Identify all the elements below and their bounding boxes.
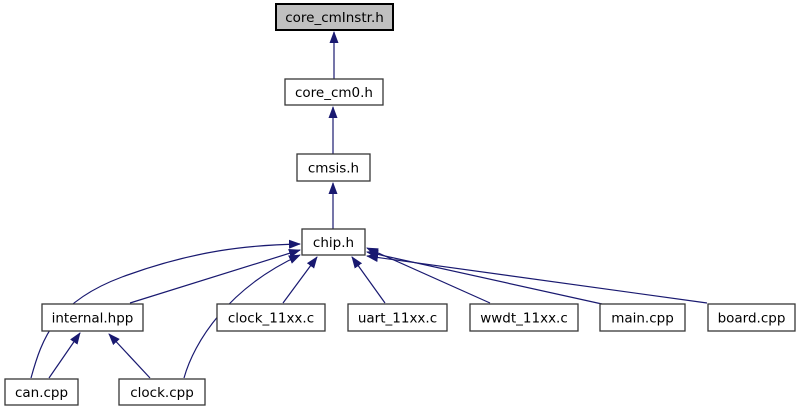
node-uart-11xx-c[interactable]: uart_11xx.c [347,303,448,332]
node-core-cminstr-h-box [275,3,394,31]
edge-internal-to-chip [129,248,301,304]
edge-main-to-chip [366,249,603,305]
node-clock-11xx-c[interactable]: clock_11xx.c [216,303,326,332]
node-cmsis-h-box [296,153,371,182]
edge-can-to-internal [48,332,81,379]
node-wwdt-11xx-c-label: wwdt_11xx.c [480,311,568,327]
node-wwdt-11xx-c-box [469,303,579,332]
edge-uart_11xx-to-chip [351,256,386,304]
node-core-cm0-h-box [284,78,384,106]
node-clock-cpp-box [118,378,206,406]
node-clock-11xx-c-label: clock_11xx.c [228,311,314,327]
node-uart-11xx-c-label: uart_11xx.c [358,311,437,327]
node-uart-11xx-c-box [347,303,448,332]
edge-board-to-chip [366,253,708,304]
edge-wwdt_11xx-to-chip [366,247,491,304]
edge-can-to-chip [30,239,301,379]
node-can-cpp-label: can.cpp [15,385,68,401]
node-cmsis-h[interactable]: cmsis.h [296,153,371,182]
edge-clock_11xx-to-chip [282,256,318,304]
node-clock-11xx-c-box [216,303,326,332]
node-core-cminstr-h[interactable]: core_cmInstr.h [275,3,394,31]
node-internal-hpp-box [41,303,144,332]
node-core-cm0-h[interactable]: core_cm0.h [284,78,384,106]
edge-clock-to-internal [108,333,151,379]
node-main-cpp[interactable]: main.cpp [599,303,686,332]
node-internal-hpp[interactable]: internal.hpp [41,303,144,332]
node-internal-hpp-label: internal.hpp [52,311,134,327]
node-core-cm0-h-label: core_cm0.h [295,85,373,101]
node-clock-cpp[interactable]: clock.cpp [118,378,206,406]
node-can-cpp-box [4,378,79,406]
node-board-cpp[interactable]: board.cpp [707,303,796,332]
node-chip-h-label: chip.h [313,235,354,251]
node-chip-h[interactable]: chip.h [301,228,366,256]
node-chip-h-box [301,228,366,256]
node-main-cpp-box [599,303,686,332]
node-board-cpp-label: board.cpp [718,311,786,327]
node-cmsis-h-label: cmsis.h [308,161,359,177]
node-core-cminstr-h-label: core_cmInstr.h [285,10,384,26]
node-wwdt-11xx-c[interactable]: wwdt_11xx.c [469,303,579,332]
node-main-cpp-label: main.cpp [611,311,674,327]
node-board-cpp-box [707,303,796,332]
node-clock-cpp-label: clock.cpp [130,385,194,401]
node-can-cpp[interactable]: can.cpp [4,378,79,406]
